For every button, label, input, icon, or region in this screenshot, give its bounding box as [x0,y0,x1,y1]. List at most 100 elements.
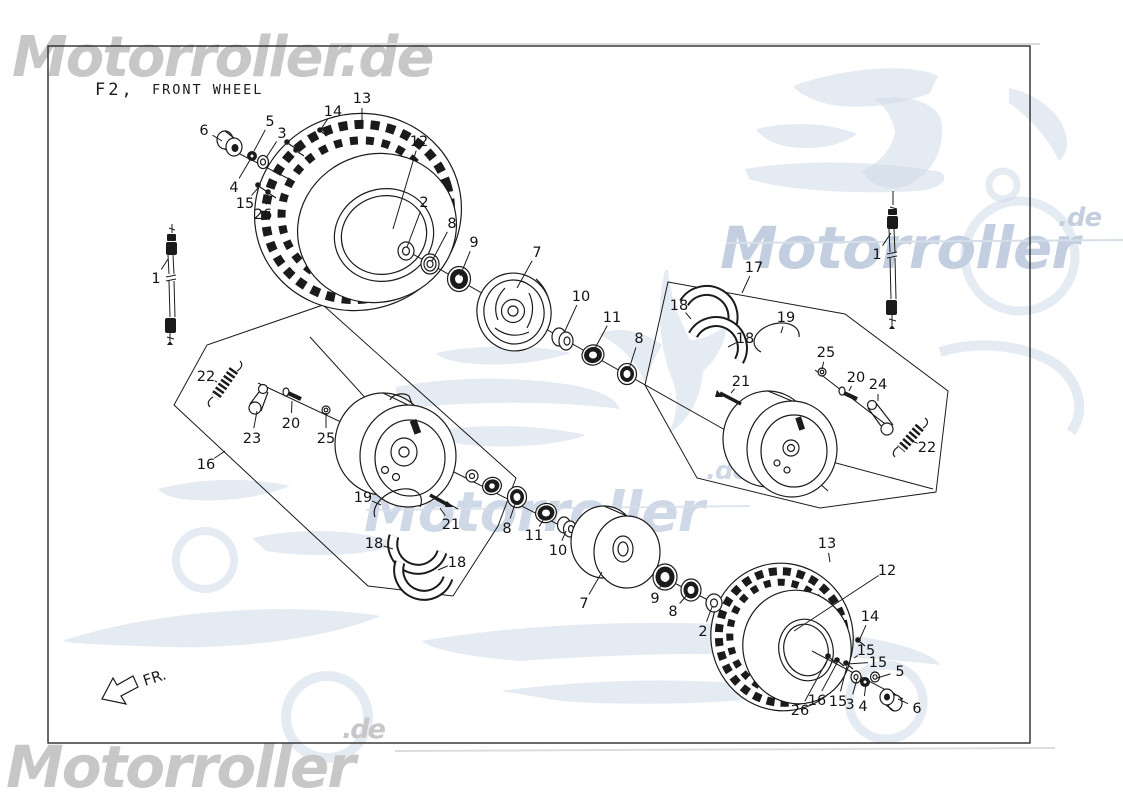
leader-line-12 [793,575,879,632]
leader-line-5 [876,673,891,679]
part-label-10: 10 [549,543,567,559]
brake-actuator-parts-left [207,360,331,415]
swallow-watermark-middle [158,270,727,593]
part-label-23: 23 [243,431,261,447]
part-label-22: 22 [197,369,215,385]
leader-line-8 [431,231,448,262]
leader-line-16 [821,660,839,692]
part-label-16: 16 [808,693,826,709]
wheel-hub-bottom [570,505,661,589]
part-label-1: 1 [151,271,160,287]
part-label-9: 9 [650,591,659,607]
part-label-8: 8 [502,521,511,537]
leader-line-17 [741,275,751,294]
leader-line-20 [848,385,852,392]
brake-shoes-right [679,285,800,406]
part-label-3: 3 [277,126,286,142]
part-label-12: 12 [878,563,896,579]
leader-line-10 [561,530,567,541]
part-label-17: 17 [745,260,763,276]
leader-line-12 [392,150,417,230]
part-label-8: 8 [634,331,643,347]
leader-line-6 [212,134,223,142]
leader-line-22 [911,440,918,444]
part-label-14: 14 [324,104,342,120]
leader-line-25 [821,361,825,370]
part-label-13: 13 [818,536,836,552]
leader-line-18 [383,545,394,550]
leader-line-8 [628,347,637,370]
part-label-26: 26 [791,703,809,719]
leader-line-10 [563,304,578,334]
leader-line-22 [214,380,218,383]
diagram-artwork: FR. [101,112,949,712]
part-label-8: 8 [447,216,456,232]
part-label-13: 13 [353,91,371,107]
brake-shoes-left [373,469,502,601]
leader-line-21 [730,388,735,394]
axle-bearings-top [397,241,472,293]
part-label-9: 9 [469,235,478,251]
part-label-15: 15 [857,643,875,659]
part-label-22: 22 [918,440,936,456]
part-label-11: 11 [603,310,621,326]
leader-line-23 [253,410,258,429]
brake-drum-right [722,390,838,498]
scooter-watermark-top-right [745,68,1085,435]
part-label-1: 1 [872,247,881,263]
part-label-25: 25 [317,431,335,447]
part-label-19: 19 [354,490,372,506]
leader-line-18 [437,565,448,571]
leader-line-2 [406,211,421,248]
leader-line-4 [863,683,867,697]
part-label-21: 21 [732,374,750,390]
leader-line-7 [516,260,533,289]
front-tire-bottom [710,562,854,712]
leader-line-2 [706,606,713,622]
wheel-hub-top [476,272,552,352]
part-label-6: 6 [199,123,208,139]
part-label-19: 19 [777,310,795,326]
leader-line-4 [238,159,251,179]
part-label-4: 4 [229,180,238,196]
leader-line-11 [538,516,546,527]
part-label-5: 5 [895,664,904,680]
leader-line-7 [588,571,603,595]
part-label-18: 18 [365,536,383,552]
axle-spacers-top [551,327,638,386]
leader-line-5 [253,129,266,152]
leader-line-9 [459,251,471,277]
part-label-6: 6 [912,701,921,717]
part-label-3: 3 [845,697,854,713]
scooter-watermark-bottom [62,609,941,763]
part-label-16: 16 [197,457,215,473]
front-tire-top [253,112,463,312]
leader-line-8 [509,500,517,519]
watermark-bottom-de: .de [342,714,386,745]
axle-bearings-bottom-right [652,563,723,613]
leader-line-18 [685,312,692,320]
axle-hardware-top-left [216,130,305,199]
page-title: FRONT WHEEL [152,82,263,98]
watermark-right-de: .de [1058,203,1101,233]
part-label-15: 15 [236,196,254,212]
fr-label: FR. [141,665,169,689]
leader-line-6 [897,698,909,705]
part-label-18: 18 [736,331,754,347]
part-label-4: 4 [858,699,867,715]
part-label-5: 5 [265,114,274,130]
leader-line-3 [852,678,858,695]
leader-line-15 [251,187,259,196]
part-label-21: 21 [442,517,460,533]
part-label-14: 14 [861,609,879,625]
part-label-25: 25 [817,345,835,361]
watermark-top-text: Motorroller.de [12,25,433,90]
part-labels-layer: 6534141312152628971011811222320251619211… [151,91,936,719]
leader-line-16 [213,450,226,459]
part-label-8: 8 [668,604,677,620]
leader-line-20 [290,400,293,414]
leader-line-18 [727,342,737,348]
part-label-2: 2 [419,195,428,211]
brake-panel-outline-right [644,281,949,509]
part-label-7: 7 [532,245,541,261]
